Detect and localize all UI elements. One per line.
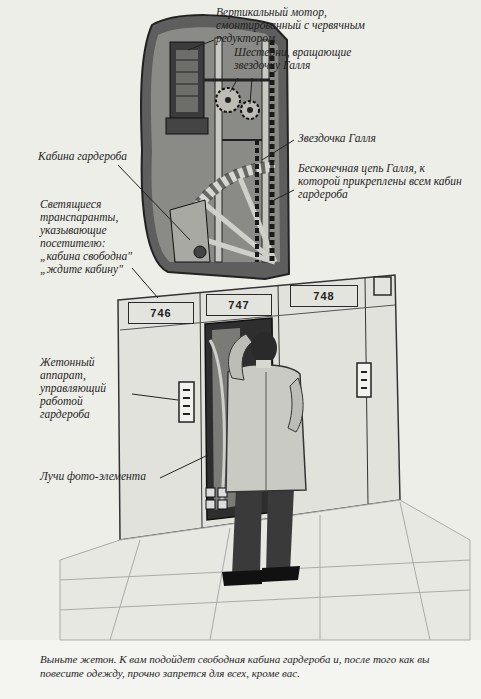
number-panel: 747	[206, 294, 272, 316]
callout-label: Светящиеся транспаранты, указывающие пос…	[40, 198, 136, 276]
panel-number: 747	[228, 299, 249, 311]
figure-caption: Выньте жетон. К вам подойдет свободная к…	[40, 652, 460, 680]
floor	[60, 500, 470, 640]
callout-label: Лучи фото-элемента	[40, 470, 158, 483]
callout-label: Шестерни, вращающие звездочку Галля	[234, 46, 354, 72]
callout-label: Бесконечная цепь Галля, к которой прикре…	[298, 162, 468, 201]
leader-lines	[118, 40, 294, 478]
callout-label: Звездочка Галля	[298, 132, 408, 145]
number-panel: 746	[128, 302, 194, 324]
callout-label: Кабина гардероба	[38, 150, 138, 163]
callout-label: Жетонный аппарат, управляющий работой га…	[40, 356, 132, 421]
panel-number: 748	[313, 290, 334, 302]
visitor-figure	[222, 332, 306, 586]
panel-number: 746	[150, 307, 171, 319]
caption-band	[0, 640, 481, 699]
number-panel: 748	[290, 285, 358, 307]
callout-label: Вертикальный мотор, смонтированный с чер…	[216, 6, 386, 45]
